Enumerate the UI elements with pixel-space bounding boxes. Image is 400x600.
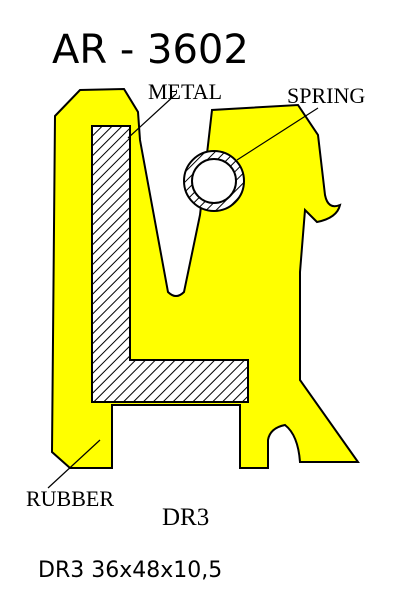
seal-specification: DR3 36x48x10,5	[38, 558, 222, 583]
metal-label: METAL	[148, 79, 222, 104]
metal-insert	[91, 125, 249, 403]
spring-label: SPRING	[287, 83, 365, 108]
part-number-title: AR - 3602	[52, 27, 249, 73]
metal-leader-line	[127, 93, 177, 139]
spring-leader-line	[236, 107, 319, 161]
rubber-leader-line	[47, 439, 101, 489]
rubber-label: RUBBER	[26, 486, 114, 511]
profile-code-label: DR3	[162, 504, 209, 531]
garter-spring-inner	[191, 158, 237, 204]
